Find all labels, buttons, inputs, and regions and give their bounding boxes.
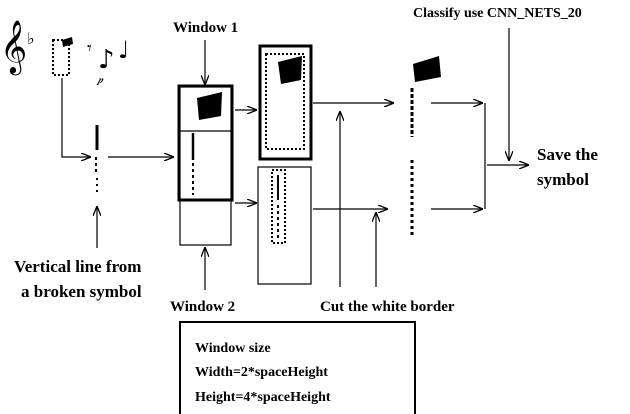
highlighted-broken-symbol (52, 39, 70, 76)
treble-clef-icon: 𝄞 (0, 19, 27, 75)
vertical-line-label-line2: a broken symbol (21, 282, 142, 301)
window-size-box: Window size Width=2*spaceHeight Height=4… (179, 321, 416, 414)
window-height-formula: Height=4*spaceHeight (195, 390, 331, 405)
extracted-vertical-line (95, 125, 99, 195)
save-label-line2: symbol (537, 170, 589, 189)
cut-border-label: Cut the white border (320, 299, 455, 315)
top-piece (258, 44, 313, 161)
music-fragment: 𝄞 ♭ 𝄾 ♪ 𝆏 ♩ (0, 19, 129, 86)
quarter-note-icon: ♩ (118, 36, 129, 64)
dynamic-mark: 𝆏 (96, 75, 104, 86)
window-size-title: Window size (195, 341, 271, 356)
sliding-windows (177, 84, 234, 246)
save-label-line1: Save the (537, 145, 598, 164)
vertical-line-label-line1: Vertical line from (14, 257, 142, 276)
window-width-formula: Width=2*spaceHeight (195, 365, 328, 380)
cropped-symbol (410, 56, 441, 236)
window-1-label: Window 1 (173, 20, 239, 36)
window-1-box (177, 84, 234, 202)
classify-label: Classify use CNN_NETS_20 (413, 6, 582, 21)
bottom-piece (257, 166, 312, 285)
flat-sign-icon: ♭ (27, 29, 35, 48)
window-2-label: Window 2 (170, 299, 236, 315)
broken-notehead (62, 37, 73, 47)
eighth-note-icon: ♪ (98, 45, 115, 75)
arrow-symbol-to-line (61, 78, 90, 157)
notehead-shape (197, 92, 222, 120)
rest-symbol-icon: 𝄾 (87, 38, 92, 59)
